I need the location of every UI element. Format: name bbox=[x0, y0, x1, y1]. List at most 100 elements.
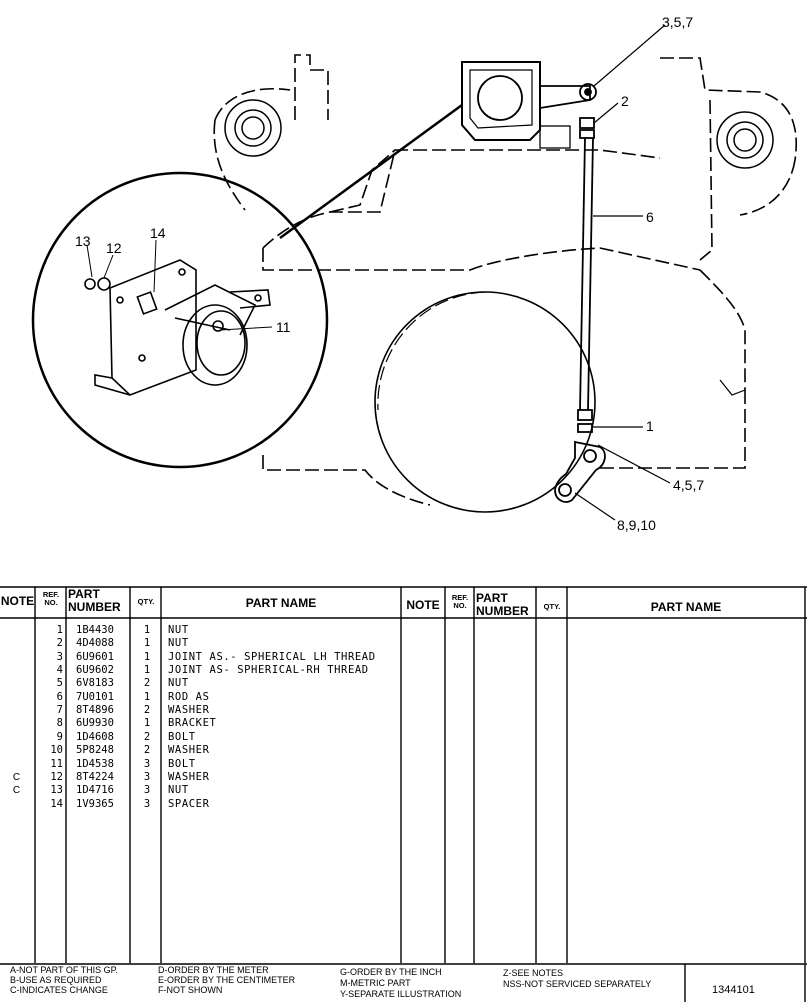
row-qty: 2 bbox=[143, 730, 151, 743]
row-part-name: NUT bbox=[168, 637, 189, 650]
row-part-name: BOLT bbox=[168, 757, 196, 770]
row-qty: 1 bbox=[143, 690, 151, 703]
row-ref-no: 7 bbox=[56, 704, 63, 717]
legend-nss: NSS-NOT SERVICED SEPARATELY bbox=[503, 979, 652, 989]
row-part-number: 1D4608 bbox=[76, 730, 114, 743]
callout-2: 2 bbox=[621, 93, 629, 109]
row-part-number: 6U9602 bbox=[76, 664, 114, 677]
row-qty: 3 bbox=[143, 797, 151, 810]
row-note: C bbox=[12, 785, 21, 797]
header-qty-right: QTY. bbox=[543, 602, 561, 611]
legend-e: E-ORDER BY THE CENTIMETER bbox=[158, 975, 296, 985]
row-ref-no: 11 bbox=[50, 757, 63, 770]
left-boss bbox=[224, 99, 282, 157]
legend-f: F-NOT SHOWN bbox=[158, 985, 223, 995]
table-grid bbox=[0, 586, 807, 963]
callout-14: 14 bbox=[150, 225, 166, 241]
header-part-number-right: PART NUMBER bbox=[476, 591, 529, 618]
header-part-name: PART NAME bbox=[245, 596, 317, 610]
row-ref-no: 5 bbox=[56, 677, 63, 690]
row-part-number: 1V9365 bbox=[76, 797, 114, 810]
row-part-name: JOINT AS- SPHERICAL-RH THREAD bbox=[168, 664, 369, 677]
row-ref-no: 12 bbox=[50, 770, 63, 783]
engine-outline bbox=[213, 54, 797, 506]
legend-grid bbox=[0, 963, 807, 1002]
row-part-number: 7U0101 bbox=[76, 690, 114, 703]
row-qty: 1 bbox=[143, 717, 151, 730]
row-part-name: ROD AS bbox=[168, 690, 210, 703]
row-qty: 3 bbox=[143, 757, 151, 770]
row-part-name: WASHER bbox=[168, 704, 210, 717]
row-part-number: 1D4538 bbox=[76, 757, 114, 770]
row-qty: 1 bbox=[143, 624, 151, 636]
callout-6: 6 bbox=[646, 209, 654, 225]
row-part-number: 8T4224 bbox=[76, 770, 114, 783]
row-qty: 1 bbox=[143, 664, 151, 677]
row-qty: 2 bbox=[143, 744, 151, 757]
header-qty: QTY. bbox=[137, 597, 155, 606]
row-ref-no: 13 bbox=[50, 784, 63, 797]
callout-1: 1 bbox=[646, 418, 654, 434]
row-qty: 3 bbox=[143, 784, 151, 797]
upper-joint bbox=[579, 83, 597, 139]
row-part-name: WASHER bbox=[168, 744, 210, 757]
row-part-name: NUT bbox=[168, 624, 189, 636]
row-qty: 3 bbox=[143, 770, 151, 783]
callout-12: 12 bbox=[106, 240, 122, 256]
row-part-name: SPACER bbox=[168, 797, 210, 810]
row-part-name: JOINT AS.- SPHERICAL LH THREAD bbox=[168, 650, 376, 663]
row-part-name: NUT bbox=[168, 784, 189, 797]
header-ref-no: REF. NO. bbox=[42, 590, 60, 607]
legend-b: B-USE AS REQUIRED bbox=[10, 975, 102, 985]
row-part-name: BOLT bbox=[168, 730, 196, 743]
parts-illustration: 3,5,7 2 6 1 4,5,7 8,9,10 13 12 14 11 bbox=[31, 14, 797, 533]
row-part-number: 1D4716 bbox=[76, 784, 114, 797]
row-part-number: 8T4896 bbox=[76, 704, 114, 717]
row-ref-no: 8 bbox=[56, 717, 63, 730]
row-ref-no: 10 bbox=[50, 744, 63, 757]
row-part-number: 6U9601 bbox=[76, 650, 114, 663]
row-part-number: 1B4430 bbox=[76, 624, 114, 636]
row-ref-no: 14 bbox=[50, 797, 63, 810]
callout-8-9-10: 8,9,10 bbox=[617, 517, 656, 533]
leader-lines bbox=[574, 24, 671, 521]
row-part-name: NUT bbox=[168, 677, 189, 690]
legend-c: C-INDICATES CHANGE bbox=[10, 985, 108, 995]
row-qty: 2 bbox=[143, 704, 151, 717]
row-ref-no: 6 bbox=[56, 690, 63, 703]
rod bbox=[579, 137, 594, 411]
row-part-number: 5P8248 bbox=[76, 744, 114, 757]
actuator-housing bbox=[461, 61, 591, 149]
row-qty: 1 bbox=[143, 637, 151, 650]
header-part-number: PART NUMBER bbox=[68, 587, 121, 614]
row-part-name: BRACKET bbox=[168, 717, 217, 730]
callout-11: 11 bbox=[276, 319, 291, 335]
right-boss bbox=[716, 111, 774, 169]
header-ref-no-right: REF. NO. bbox=[451, 593, 469, 610]
lower-joint bbox=[554, 409, 606, 503]
callout-4-5-7: 4,5,7 bbox=[673, 477, 704, 493]
row-qty: 2 bbox=[143, 677, 151, 690]
row-part-name: WASHER bbox=[168, 770, 210, 783]
row-ref-no: 2 bbox=[56, 637, 63, 650]
row-ref-no: 9 bbox=[56, 730, 63, 743]
row-ref-no: 1 bbox=[56, 624, 63, 636]
row-part-number: 6U9930 bbox=[76, 717, 114, 730]
header-note: NOTE bbox=[0, 594, 35, 608]
legend: A-NOT PART OF THIS GP. B-USE AS REQUIRED… bbox=[0, 963, 807, 1002]
detail-view bbox=[31, 171, 329, 469]
row-part-number: 6V8183 bbox=[76, 677, 114, 690]
row-ref-no: 3 bbox=[56, 650, 63, 663]
callout-13: 13 bbox=[75, 233, 91, 249]
legend-z: Z-SEE NOTES bbox=[503, 968, 564, 978]
header-note-right: NOTE bbox=[406, 598, 440, 612]
header-part-name-right: PART NAME bbox=[650, 600, 722, 614]
parts-table: NOTE REF. NO. PART NUMBER QTY. PART NAME… bbox=[0, 586, 807, 963]
callout-3-5-7: 3,5,7 bbox=[662, 14, 693, 30]
row-ref-no: 4 bbox=[56, 664, 63, 677]
drawing-number: 1344101 bbox=[712, 984, 755, 996]
legend-a: A-NOT PART OF THIS GP. bbox=[10, 965, 119, 975]
legend-g: G-ORDER BY THE INCH bbox=[340, 967, 442, 977]
detail-connector bbox=[279, 103, 463, 240]
